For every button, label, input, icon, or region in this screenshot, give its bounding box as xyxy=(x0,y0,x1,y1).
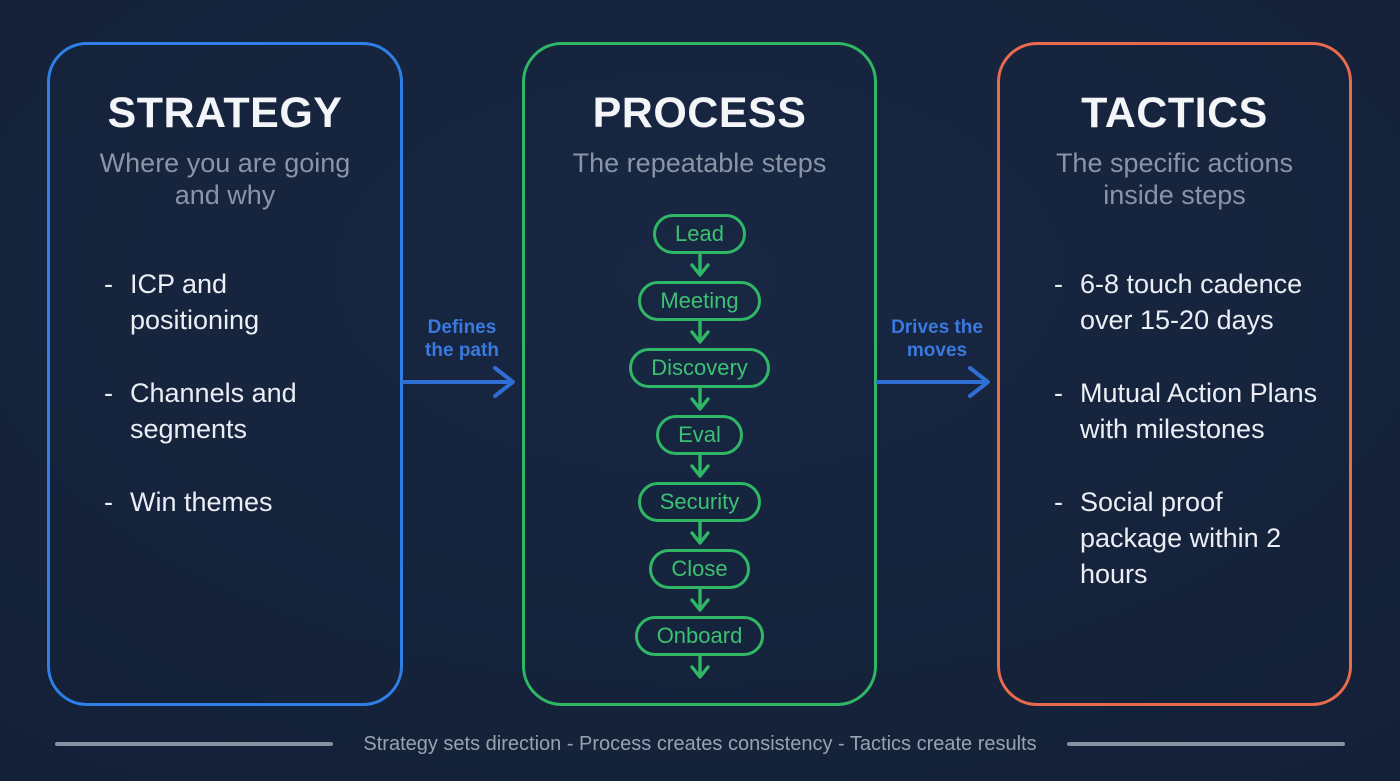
bullet-text: Social proof package within 2 hours xyxy=(1080,487,1282,589)
down-arrow-icon xyxy=(689,589,710,612)
tactics-subtitle: The specific actions inside steps xyxy=(1055,148,1294,211)
footer: Strategy sets direction - Process create… xyxy=(0,726,1400,762)
bullet-marker: - xyxy=(104,269,113,299)
process-step-close: Close xyxy=(649,549,750,589)
down-arrow-icon xyxy=(689,522,710,545)
tactics-bullet-list: - 6-8 touch cadence over 15-20 days - Mu… xyxy=(1000,266,1349,592)
process-step-discovery: Discovery xyxy=(629,348,770,388)
bullet-text: 6-8 touch cadence over 15-20 days xyxy=(1080,269,1303,335)
footer-caption: Strategy sets direction - Process create… xyxy=(363,732,1037,755)
process-step-onboard: Onboard xyxy=(634,616,765,656)
strategy-panel: STRATEGY Where you are going and why - I… xyxy=(47,42,403,706)
process-panel: PROCESS The repeatable steps Lead Meetin… xyxy=(522,42,877,706)
bullet-text: Mutual Action Plans with milestones xyxy=(1080,378,1318,444)
down-arrow-icon xyxy=(689,321,710,344)
strategy-bullet-list: - ICP and positioning - Channels and seg… xyxy=(50,266,400,520)
down-arrow-icon xyxy=(689,455,710,478)
bullet-marker: - xyxy=(1054,269,1063,299)
connector-process-to-tactics: Drives the moves xyxy=(876,316,998,400)
tactics-title: TACTICS xyxy=(1081,89,1268,137)
right-arrow-icon xyxy=(876,366,990,399)
bullet-item: - ICP and positioning xyxy=(104,266,382,338)
process-step-lead: Lead xyxy=(653,214,746,254)
process-title: PROCESS xyxy=(592,89,807,137)
bullet-item: - 6-8 touch cadence over 15-20 days xyxy=(1054,266,1331,338)
bullet-text: ICP and positioning xyxy=(130,269,260,335)
process-flow: Lead Meeting Discovery Eval Security xyxy=(525,214,874,683)
bullet-marker: - xyxy=(104,378,113,408)
footer-divider-left xyxy=(55,742,334,746)
bullet-item: - Channels and segments xyxy=(104,375,382,447)
process-step-eval: Eval xyxy=(656,415,743,455)
strategy-title: STRATEGY xyxy=(107,89,343,137)
process-step-security: Security xyxy=(637,482,762,522)
down-arrow-icon xyxy=(689,388,710,411)
bullet-marker: - xyxy=(104,487,113,517)
bullet-marker: - xyxy=(1054,487,1063,517)
strategy-subtitle: Where you are going and why xyxy=(99,148,351,211)
footer-divider-right xyxy=(1066,742,1346,746)
tactics-panel: TACTICS The specific actions inside step… xyxy=(997,42,1352,706)
bullet-text: Win themes xyxy=(130,487,273,517)
process-step-meeting: Meeting xyxy=(638,281,761,321)
right-arrow-icon xyxy=(401,366,515,399)
bullet-item: - Mutual Action Plans with milestones xyxy=(1054,375,1331,447)
bullet-text: Channels and segments xyxy=(130,378,297,444)
down-arrow-icon xyxy=(689,656,710,679)
process-subtitle: The repeatable steps xyxy=(572,148,827,178)
bullet-item: - Win themes xyxy=(104,484,382,520)
down-arrow-icon xyxy=(689,254,710,277)
connector-strategy-to-process: Defines the path xyxy=(401,316,523,400)
connector-label-defines-the-path: Defines the path xyxy=(425,317,499,362)
bullet-marker: - xyxy=(1054,378,1063,408)
connector-label-drives-the-moves: Drives the moves xyxy=(891,317,983,362)
bullet-item: - Social proof package within 2 hours xyxy=(1054,484,1331,592)
